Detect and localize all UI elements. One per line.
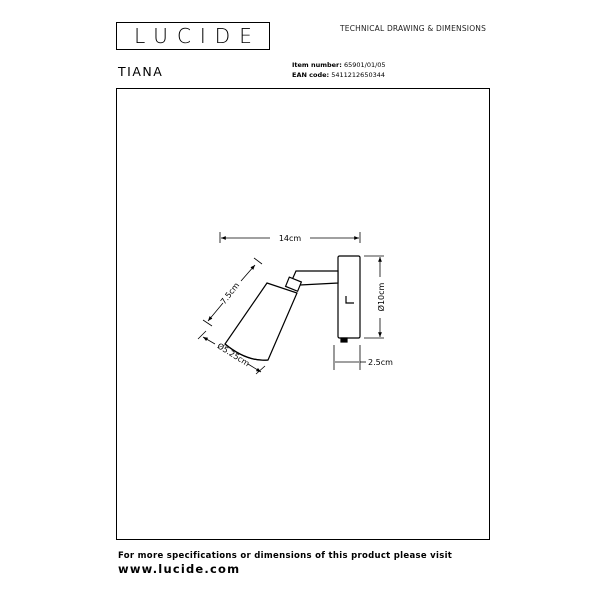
shade-rim [224, 343, 269, 361]
footer-url-link[interactable]: www.lucide.com [118, 562, 241, 576]
ean-code-row: EAN code: 5411212650344 [292, 70, 386, 80]
lamp-outline [224, 255, 361, 361]
dimension-shade-diameter [197, 330, 266, 375]
dimension-plate-height-label: Ø10cm [376, 282, 386, 311]
brand-logo: LUCIDE [116, 22, 270, 50]
dimension-plate-depth [333, 345, 366, 370]
brand-logo-text: LUCIDE [134, 24, 261, 48]
plate-base-tab [340, 337, 348, 343]
item-number-label: Item number: [292, 61, 342, 69]
ean-code-label: EAN code: [292, 71, 330, 79]
dimension-width [219, 232, 361, 243]
lamp-shade [224, 282, 298, 361]
dimension-plate-height [364, 255, 384, 339]
switch-hook [345, 296, 354, 304]
dimension-shade-length [202, 257, 263, 327]
product-name: TIANA [118, 64, 164, 79]
dimension-shade-length-label: 7.5cm [219, 281, 242, 306]
dimension-plate-depth-label: 2.5cm [368, 358, 393, 367]
document-type: TECHNICAL DRAWING & DIMENSIONS [340, 24, 487, 33]
item-number-row: Item number: 65901/01/05 [292, 60, 386, 70]
wall-plate [337, 255, 361, 339]
item-number-value: 65901/01/05 [343, 61, 386, 69]
ean-code-value: 5411212650344 [331, 71, 385, 79]
lamp-joint [284, 276, 303, 293]
dimension-width-label: 14cm [279, 234, 302, 243]
product-meta: Item number: 65901/01/05 EAN code: 54112… [292, 60, 386, 80]
drawing-frame [116, 88, 490, 540]
footer-text: For more specifications or dimensions of… [118, 551, 453, 561]
